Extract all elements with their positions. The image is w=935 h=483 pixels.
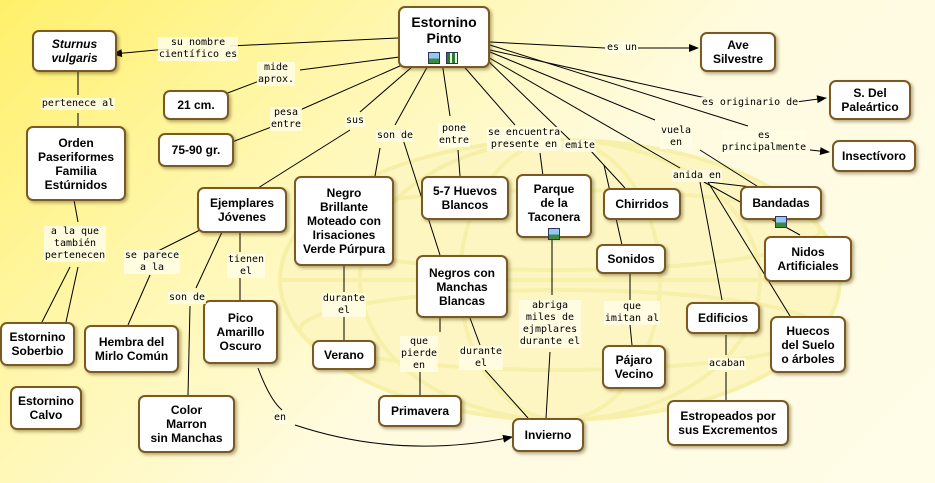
link-tienen: tienen el	[226, 254, 266, 278]
concept-chirridos[interactable]: Chirridos	[603, 188, 681, 220]
concept-negros-manchas[interactable]: Negros con Manchas Blancas	[416, 255, 508, 318]
concept-ave-silvestre[interactable]: Ave Silvestre	[700, 32, 776, 72]
link-durante-verano: durante el	[321, 293, 367, 317]
concept-orden[interactable]: Orden Paseriformes Familia Estúrnidos	[26, 126, 126, 201]
concept-huecos-suelo[interactable]: Huecos del Suelo o árboles	[770, 316, 846, 373]
concept-negro-brillante[interactable]: Negro Brillante Moteado con Irisaciones …	[294, 176, 394, 266]
concept-verano[interactable]: Verano	[312, 340, 376, 370]
link-a-la-que: a la que también pertenecen	[43, 226, 107, 262]
concept-s-paleartico[interactable]: S. Del Paleártico	[829, 80, 911, 120]
link-abriga: abriga miles de ejmplares durante el	[518, 300, 582, 348]
image-icon[interactable]	[548, 228, 560, 240]
concept-insectivoro[interactable]: Insectívoro	[832, 140, 916, 172]
concept-primavera[interactable]: Primavera	[378, 395, 462, 427]
film-icon[interactable]	[446, 52, 458, 64]
concept-parque-taconera[interactable]: Parque de la Taconera	[516, 174, 592, 238]
link-presente-en: se encuentra presente en	[486, 127, 562, 151]
concept-estornino-calvo[interactable]: Estornino Calvo	[10, 386, 82, 430]
concept-estornino-soberbio[interactable]: Estornino Soberbio	[0, 322, 75, 366]
link-principalmente: es principalmente	[720, 130, 808, 154]
link-su-nombre-cientifico: su nombre científico es	[157, 37, 239, 61]
link-se-parece: se parece a la	[123, 250, 181, 274]
concept-75-90-gr[interactable]: 75-90 gr.	[158, 133, 234, 167]
concept-sonidos[interactable]: Sonidos	[596, 244, 666, 274]
link-originario: es originario de	[700, 97, 800, 109]
link-imitan: que imitan al	[603, 301, 661, 325]
concept-hembra-mirlo[interactable]: Hembra del Mirlo Común	[84, 325, 179, 373]
link-en: en	[272, 412, 288, 424]
concept-pajaro-vecino[interactable]: Pájaro Vecino	[602, 345, 666, 389]
link-vuela-en: vuela en	[659, 125, 693, 149]
concept-21-cm[interactable]: 21 cm.	[163, 90, 229, 120]
link-sus: sus	[344, 115, 366, 127]
link-pesa: pesa entre	[269, 107, 303, 131]
link-es-un: es un	[605, 42, 639, 54]
link-emite: emite	[563, 140, 597, 152]
image-icon[interactable]	[428, 52, 440, 64]
concept-nidos-artificiales[interactable]: Nidos Artificiales	[764, 236, 852, 282]
concept-huevos-blancos[interactable]: 5-7 Huevos Blancos	[421, 176, 509, 220]
link-son-de: son de	[375, 130, 415, 142]
concept-sturnus-vulgaris[interactable]: Sturnus vulgaris	[32, 30, 117, 72]
link-pertenece: pertenece al	[40, 98, 116, 110]
concept-invierno[interactable]: Invierno	[512, 418, 584, 452]
concept-ejemplares-jovenes[interactable]: Ejemplares Jóvenes	[197, 187, 287, 233]
concept-edificios[interactable]: Edificios	[686, 302, 760, 334]
concept-estropeados[interactable]: Estropeados por sus Excrementos	[667, 400, 789, 446]
link-que-pierde: que pierde en	[399, 336, 439, 372]
link-son-de-2: son de	[167, 292, 207, 304]
concept-estornino-pinto[interactable]: Estornino Pinto	[398, 6, 490, 68]
concept-color-marron[interactable]: Color Marron sin Manchas	[138, 395, 235, 453]
link-pone-entre: pone entre	[437, 123, 471, 147]
concept-pico-amarillo[interactable]: Pico Amarillo Oscuro	[203, 300, 278, 364]
concept-bandadas[interactable]: Bandadas	[740, 186, 822, 220]
image-icon[interactable]	[775, 216, 787, 228]
link-acaban: acaban	[707, 358, 747, 370]
link-durante-invierno: durante el	[458, 346, 504, 370]
link-mide: mide aprox.	[256, 62, 296, 86]
link-anida-en: anida en	[671, 170, 723, 182]
